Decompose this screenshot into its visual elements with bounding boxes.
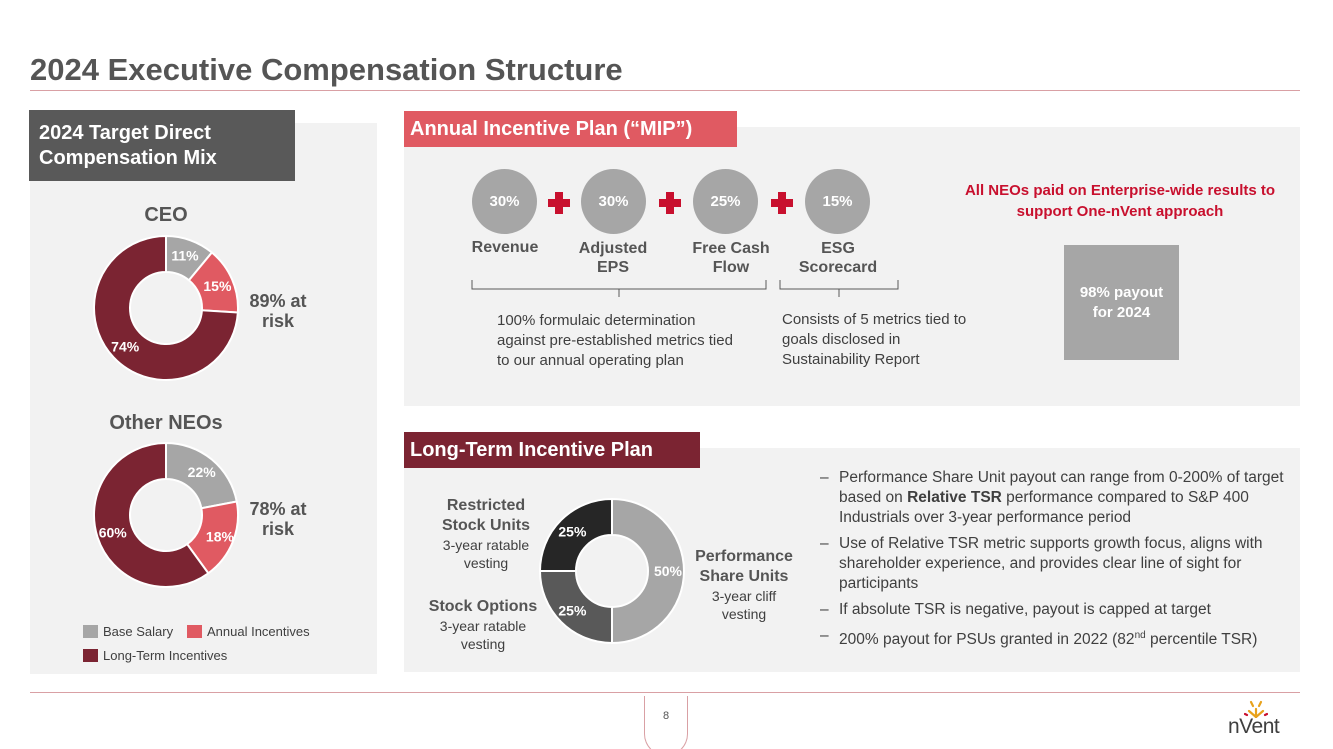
logo-spark-icon [1244, 700, 1268, 718]
legend-long-term-incentives: Long-Term Incentives [83, 648, 227, 663]
ltip-bullet-list: –Performance Share Unit payout can range… [820, 468, 1295, 656]
ltip-slice-label-0: 50% [654, 563, 683, 579]
bullet-text: percentile TSR) [1145, 631, 1258, 649]
legend-label: Annual Incentives [207, 624, 310, 639]
ceo-slice-2 [93, 235, 239, 381]
bullet-text: performance compared to S&P 400 Industri… [839, 489, 1249, 526]
stock-options-label: Stock Options 3-year ratable vesting [424, 597, 542, 653]
ceo-slice-label-0: 11% [171, 247, 199, 263]
comp-mix-panel [30, 123, 377, 674]
nvent-logo: nVent [1226, 700, 1296, 742]
other-neos-slice-2 [93, 442, 210, 588]
other-neos-chart-title: Other NEOs [109, 412, 223, 434]
bullet-superscript: nd [1134, 630, 1146, 641]
other-neos-donut-chart: 22% 18% 60% [93, 442, 239, 588]
bullet-text: 200% payout for PSUs granted in 2022 (82 [839, 631, 1135, 649]
legend-label: Base Salary [103, 624, 174, 639]
legend-swatch [83, 649, 98, 662]
bullet-relative-tsr: –Use of Relative TSR metric supports gro… [820, 534, 1295, 594]
esg-metric-label: ESG Scorecard [798, 240, 878, 276]
ceo-slice-label-2: 74% [111, 338, 140, 354]
plus-icon [659, 192, 681, 214]
footer-divider [30, 692, 1300, 693]
dash-icon: – [820, 627, 829, 644]
logo-wordmark: nVent [1228, 715, 1280, 738]
revenue-weight-circle: 30% [472, 169, 537, 234]
fcf-weight-circle: 25% [693, 169, 758, 234]
legend-swatch [187, 625, 202, 638]
ceo-at-risk-label: 89% at risk [249, 291, 307, 331]
revenue-metric-label: Revenue [471, 239, 539, 256]
comp-mix-header: 2024 Target Direct Compensation Mix [29, 110, 295, 181]
legend-label: Long-Term Incentives [103, 648, 228, 663]
page-title: 2024 Executive Compensation Structure [30, 52, 623, 87]
bullet-psu-payout-range: –Performance Share Unit payout can range… [820, 468, 1295, 528]
ltip-slice-2 [539, 498, 613, 572]
other-neos-at-risk-label: 78% at risk [249, 499, 307, 539]
other-neos-slice-label-0: 22% [188, 464, 217, 480]
ltip-header: Long-Term Incentive Plan [404, 432, 700, 468]
ceo-slice-label-1: 15% [203, 278, 232, 294]
ceo-donut-chart: 11%15% 74% [93, 235, 239, 381]
dash-icon: – [820, 535, 829, 552]
bullet-bold-text: Relative TSR [907, 489, 1002, 506]
mip-header: Annual Incentive Plan (“MIP”) [404, 111, 737, 147]
fcf-metric-label: Free Cash Flow [692, 240, 770, 276]
rsu-title: Restricted Stock Units [441, 497, 530, 534]
payout-badge: 98% payout for 2024 [1064, 245, 1179, 360]
ltip-slice-0 [611, 498, 685, 644]
rsu-vesting: 3-year ratable vesting [442, 537, 530, 571]
esg-description: Consists of 5 metrics tied to goals disc… [782, 311, 967, 368]
ltip-donut-chart: 50% 25% 25% [539, 498, 685, 644]
esg-weight-circle: 15% [805, 169, 870, 234]
enterprise-wide-note: All NEOs paid on Enterprise-wide results… [964, 182, 1276, 220]
psu-label: Performance Share Units 3-year cliff ves… [690, 547, 798, 623]
metric-brackets [471, 280, 899, 297]
other-neos-slice-label-1: 18% [206, 528, 235, 544]
bullet-text: Performance Share Unit payout can range … [839, 469, 1284, 506]
other-neos-slice-label-2: 60% [99, 524, 128, 540]
other-neos-slice-0 [165, 442, 238, 510]
page-number: 8 [662, 710, 670, 722]
dash-icon: – [820, 601, 829, 618]
stock-options-vesting: 3-year ratable vesting [439, 618, 527, 652]
plus-icon [548, 192, 570, 214]
ltip-slice-label-2: 25% [558, 523, 587, 539]
psu-title: Performance Share Units [695, 548, 793, 585]
bullet-text: Use of Relative TSR metric supports grow… [839, 535, 1263, 592]
eps-weight-circle: 30% [581, 169, 646, 234]
ltip-slice-label-1: 25% [558, 603, 587, 619]
psu-vesting: 3-year cliff vesting [711, 588, 777, 622]
formulaic-description: 100% formulaic determination against pre… [497, 312, 733, 369]
rsu-label: Restricted Stock Units 3-year ratable ve… [430, 496, 542, 572]
plus-icon [771, 192, 793, 214]
eps-metric-label: Adjusted EPS [578, 240, 648, 276]
stock-options-title: Stock Options [428, 598, 538, 615]
bullet-absolute-tsr-cap: –If absolute TSR is negative, payout is … [820, 600, 1295, 620]
legend-swatch [83, 625, 98, 638]
bullet-text: If absolute TSR is negative, payout is c… [839, 601, 1211, 618]
dash-icon: – [820, 469, 829, 486]
legend-base-salary: Base Salary [83, 624, 173, 639]
legend-annual-incentives: Annual Incentives [187, 624, 310, 639]
ceo-chart-title: CEO [144, 204, 188, 226]
page-number-tab: 8 [644, 696, 688, 749]
title-divider [30, 90, 1300, 91]
bullet-2022-payout: –200% payout for PSUs granted in 2022 (8… [820, 626, 1295, 650]
